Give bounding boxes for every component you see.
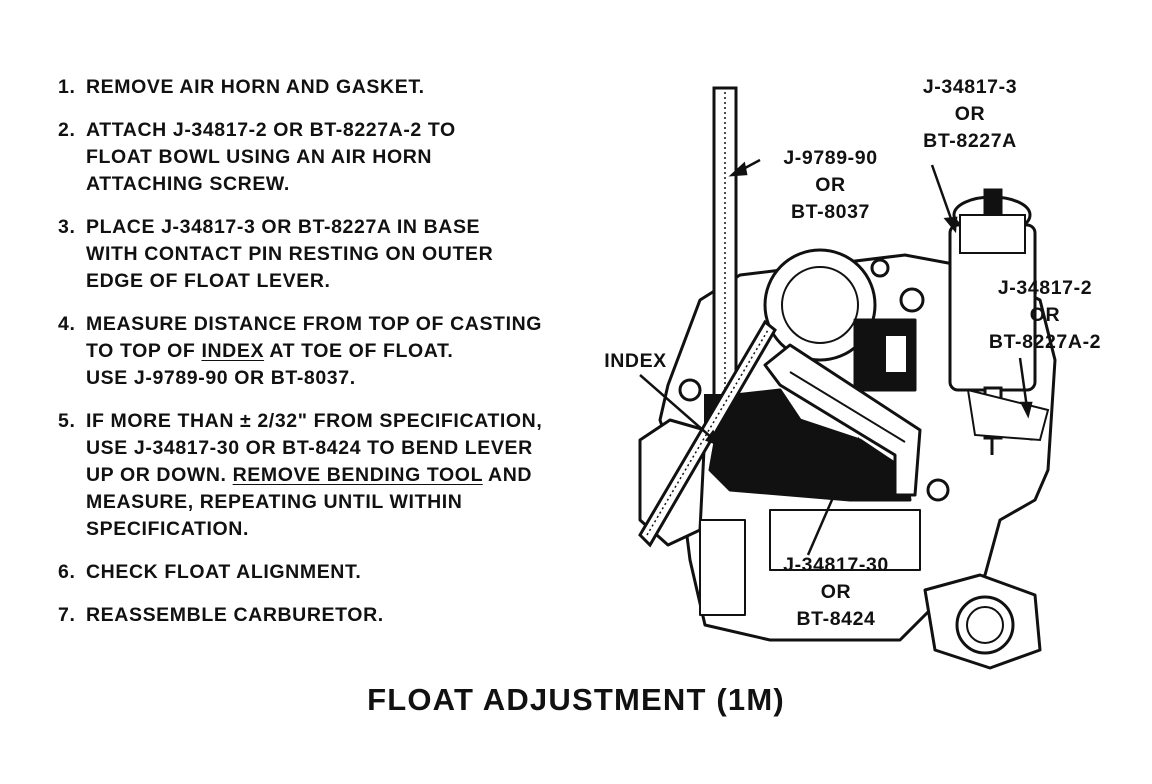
- bolt-hole: [926, 478, 950, 502]
- step-text: ATTACH J-34817-2 OR BT-8227A-2 TO: [86, 119, 456, 141]
- label-line: BT-8037: [791, 201, 870, 223]
- step-5: 5. IF MORE THAN ± 2/32" FROM SPECIFICATI…: [58, 408, 638, 543]
- leader-index: [639, 374, 721, 446]
- step-number: 6.: [58, 561, 76, 583]
- label-gauge-j9789-90: J-9789-90 OR BT-8037: [768, 145, 893, 226]
- label-line: J-9789-90: [783, 147, 878, 169]
- step-text: PLACE J-34817-3 OR BT-8227A IN BASE: [86, 216, 481, 238]
- step-text: SPECIFICATION.: [86, 518, 249, 540]
- label-line: BT-8424: [796, 608, 876, 630]
- step-number: 4.: [58, 313, 76, 335]
- step-6: 6. CHECK FLOAT ALIGNMENT.: [58, 559, 638, 586]
- contact-pin-tool: [948, 188, 1050, 455]
- step-text: ATTACHING SCREW.: [86, 173, 290, 195]
- bolt-hole: [678, 378, 702, 402]
- step-text: MEASURE DISTANCE FROM TOP OF CASTING: [86, 313, 543, 335]
- step-number: 1.: [58, 76, 76, 98]
- step-4: 4. MEASURE DISTANCE FROM TOP OF CASTING …: [58, 311, 638, 392]
- step-text: USE J-9789-90 OR BT-8037.: [86, 367, 356, 389]
- step-2: 2. ATTACH J-34817-2 OR BT-8227A-2 TO FLO…: [58, 117, 638, 198]
- label-line: OR: [815, 174, 846, 196]
- step-1: 1. REMOVE AIR HORN AND GASKET.: [58, 74, 638, 101]
- label-base-j34817-2: J-34817-2 OR BT-8227A-2: [970, 275, 1120, 356]
- label-line: OR: [820, 581, 852, 603]
- step-text: CHECK FLOAT ALIGNMENT.: [86, 561, 362, 583]
- step-text: WITH CONTACT PIN RESTING ON OUTER: [86, 243, 494, 265]
- label-line: OR: [954, 103, 986, 125]
- label-line: J-34817-2: [997, 277, 1093, 299]
- label-index: INDEX: [598, 348, 673, 375]
- label-line: BT-8227A: [923, 130, 1017, 152]
- step-number: 3.: [58, 216, 76, 238]
- bowl-inner: [781, 266, 859, 344]
- bolt-hole: [899, 287, 925, 313]
- label-line: INDEX: [604, 350, 667, 372]
- step-number: 5.: [58, 410, 76, 432]
- underlined-text: REMOVE BENDING TOOL: [232, 464, 483, 486]
- step-text: REMOVE AIR HORN AND GASKET.: [86, 76, 425, 98]
- underlined-text: INDEX: [201, 340, 265, 362]
- label-tool-j34817-3: J-34817-3 OR BT-8227A: [905, 74, 1035, 155]
- label-line: OR: [1029, 304, 1061, 326]
- label-line: BT-8227A-2: [988, 331, 1102, 353]
- step-text: MEASURE, REPEATING UNTIL WITHIN: [86, 491, 463, 513]
- step-3: 3. PLACE J-34817-3 OR BT-8227A IN BASE W…: [58, 214, 638, 295]
- step-text: USE J-34817-30 OR BT-8424 TO BEND LEVER: [86, 437, 533, 459]
- step-text: REASSEMBLE CARBURETOR.: [86, 604, 384, 626]
- leader-bender: [806, 439, 860, 556]
- figure-caption: FLOAT ADJUSTMENT (1M): [367, 682, 785, 717]
- step-7: 7. REASSEMBLE CARBURETOR.: [58, 602, 638, 629]
- step-text: UP OR DOWN. REMOVE BENDING TOOL AND: [86, 464, 533, 486]
- step-text: IF MORE THAN ± 2/32" FROM SPECIFICATION,: [86, 410, 543, 432]
- bolt-hole: [870, 258, 890, 278]
- depth-gauge: [704, 86, 744, 436]
- step-text: EDGE OF FLOAT LEVER.: [86, 270, 331, 292]
- label-line: J-34817-3: [922, 76, 1018, 98]
- step-number: 2.: [58, 119, 76, 141]
- instruction-list: 1. REMOVE AIR HORN AND GASKET. 2. ATTACH…: [58, 74, 638, 645]
- step-number: 7.: [58, 604, 76, 626]
- step-text: FLOAT BOWL USING AN AIR HORN: [86, 146, 433, 168]
- label-line: J-34817-30: [783, 554, 889, 576]
- float-lever: [763, 343, 922, 497]
- label-bender-j34817-30: J-34817-30 OR BT-8424: [762, 552, 910, 633]
- step-text: TO TOP OF INDEX AT TOE OF FLOAT.: [86, 340, 454, 362]
